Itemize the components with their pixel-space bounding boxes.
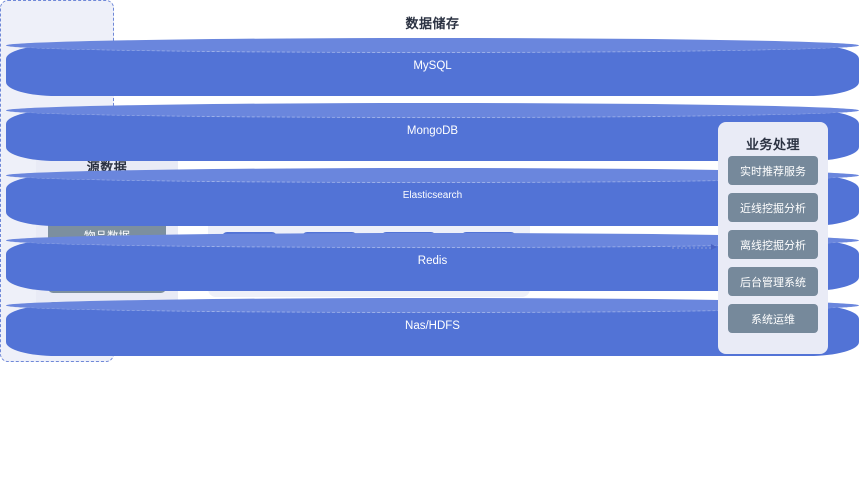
- business-item-offline-mining[interactable]: 离线挖掘分析: [728, 230, 818, 259]
- business-item-realtime-recommendation[interactable]: 实时推荐服务: [728, 156, 818, 185]
- cylinder-top-icon: [6, 103, 859, 118]
- arrow-head-icon: [711, 244, 717, 250]
- connector-storage-to-business: [672, 243, 717, 252]
- database-label-redis: Redis: [417, 255, 448, 267]
- business-processing-title: 业务处理: [745, 137, 800, 152]
- cylinder-body: [6, 305, 859, 356]
- business-processing-panel: 业务处理 实时推荐服务 近线挖掘分析 离线挖掘分析 后台管理系统 系统运维: [718, 122, 828, 354]
- cylinder-body: [6, 175, 859, 226]
- database-cylinder-mysql[interactable]: MySQL: [6, 38, 859, 96]
- business-item-list: 实时推荐服务 近线挖掘分析 离线挖掘分析 后台管理系统 系统运维: [728, 156, 818, 333]
- data-storage-title: 数据储存: [405, 16, 460, 31]
- database-label-elasticsearch: Elasticsearch: [402, 190, 463, 201]
- database-list: MySQL MongoDB Elasticsearch Redis Na: [6, 38, 859, 363]
- cylinder-top-icon: [6, 168, 859, 183]
- database-cylinder-mongodb[interactable]: MongoDB: [6, 103, 859, 161]
- cylinder-top-icon: [6, 233, 859, 248]
- business-item-system-ops[interactable]: 系统运维: [728, 304, 818, 333]
- cylinder-top-icon: [6, 298, 859, 313]
- database-cylinder-elasticsearch[interactable]: Elasticsearch: [6, 168, 859, 226]
- business-item-admin-system[interactable]: 后台管理系统: [728, 267, 818, 296]
- business-item-nearline-mining[interactable]: 近线挖掘分析: [728, 193, 818, 222]
- connector-line: [672, 247, 711, 249]
- data-storage-panel: 数据储存 MySQL MongoDB Elasticsearch Redis: [0, 0, 859, 362]
- cylinder-body: [6, 45, 859, 96]
- cylinder-top-icon: [6, 38, 859, 53]
- database-label-nas-hdfs: Nas/HDFS: [405, 320, 460, 332]
- cylinder-body: [6, 110, 859, 161]
- database-label-mongodb: MongoDB: [406, 125, 459, 137]
- database-label-mysql: MySQL: [413, 60, 452, 72]
- database-cylinder-redis[interactable]: Redis: [6, 233, 859, 291]
- database-cylinder-nas-hdfs[interactable]: Nas/HDFS: [6, 298, 859, 356]
